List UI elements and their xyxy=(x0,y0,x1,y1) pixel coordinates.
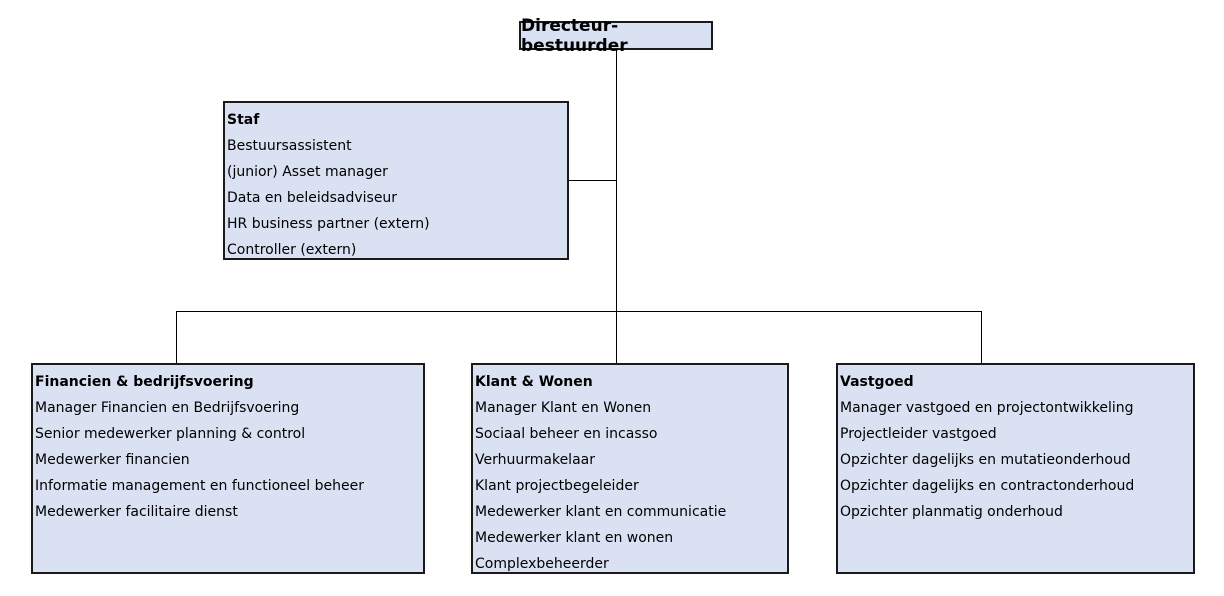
department-item: Medewerker financien xyxy=(35,452,190,468)
department-item: Manager Klant en Wonen xyxy=(475,400,652,416)
department-item: Complexbeheerder xyxy=(475,556,609,572)
department-item: Verhuurmakelaar xyxy=(475,452,595,468)
staf-title: Staf xyxy=(227,112,260,128)
department-item: Manager Financien en Bedrijfsvoering xyxy=(35,400,300,416)
staf-item: Controller (extern) xyxy=(227,242,357,258)
staf-item: Data en beleidsadviseur xyxy=(227,190,398,206)
department-klant-wonen-box: Klant & Wonen Manager Klant en Wonen Soc… xyxy=(471,363,789,574)
department-item: Klant projectbegeleider xyxy=(475,478,639,494)
department-item: Medewerker klant en wonen xyxy=(475,530,674,546)
department-item: Informatie management en functioneel beh… xyxy=(35,478,364,494)
staf-item: HR business partner (extern) xyxy=(227,216,430,232)
department-item: Senior medewerker planning & control xyxy=(35,426,306,442)
connector-department-1 xyxy=(176,311,177,363)
department-title: Financien & bedrijfsvoering xyxy=(35,374,254,390)
department-item: Projectleider vastgoed xyxy=(840,426,997,442)
connector-department-3 xyxy=(981,311,982,363)
staf-item: Bestuursassistent xyxy=(227,138,352,154)
department-item: Medewerker klant en communicatie xyxy=(475,504,727,520)
department-item: Manager vastgoed en projectontwikkeling xyxy=(840,400,1134,416)
department-vastgoed-box: Vastgoed Manager vastgoed en projectontw… xyxy=(836,363,1195,574)
department-item: Opzichter planmatig onderhoud xyxy=(840,504,1063,520)
department-title: Klant & Wonen xyxy=(475,374,593,390)
connector-staf xyxy=(568,180,616,181)
staf-item: (junior) Asset manager xyxy=(227,164,388,180)
connector-main-vertical xyxy=(616,50,617,363)
director-title: Directeur-bestuurder xyxy=(521,15,628,56)
department-title: Vastgoed xyxy=(840,374,914,390)
department-item: Opzichter dagelijks en mutatieonderhoud xyxy=(840,452,1131,468)
connector-departments-horizontal xyxy=(176,311,982,312)
director-box: Directeur-bestuurder xyxy=(519,16,713,56)
department-item: Opzichter dagelijks en contractonderhoud xyxy=(840,478,1135,494)
department-financien-box: Financien & bedrijfsvoering Manager Fina… xyxy=(31,363,425,574)
department-item: Sociaal beheer en incasso xyxy=(475,426,658,442)
staf-box: Staf Bestuursassistent (junior) Asset ma… xyxy=(223,101,569,260)
department-item: Medewerker facilitaire dienst xyxy=(35,504,238,520)
